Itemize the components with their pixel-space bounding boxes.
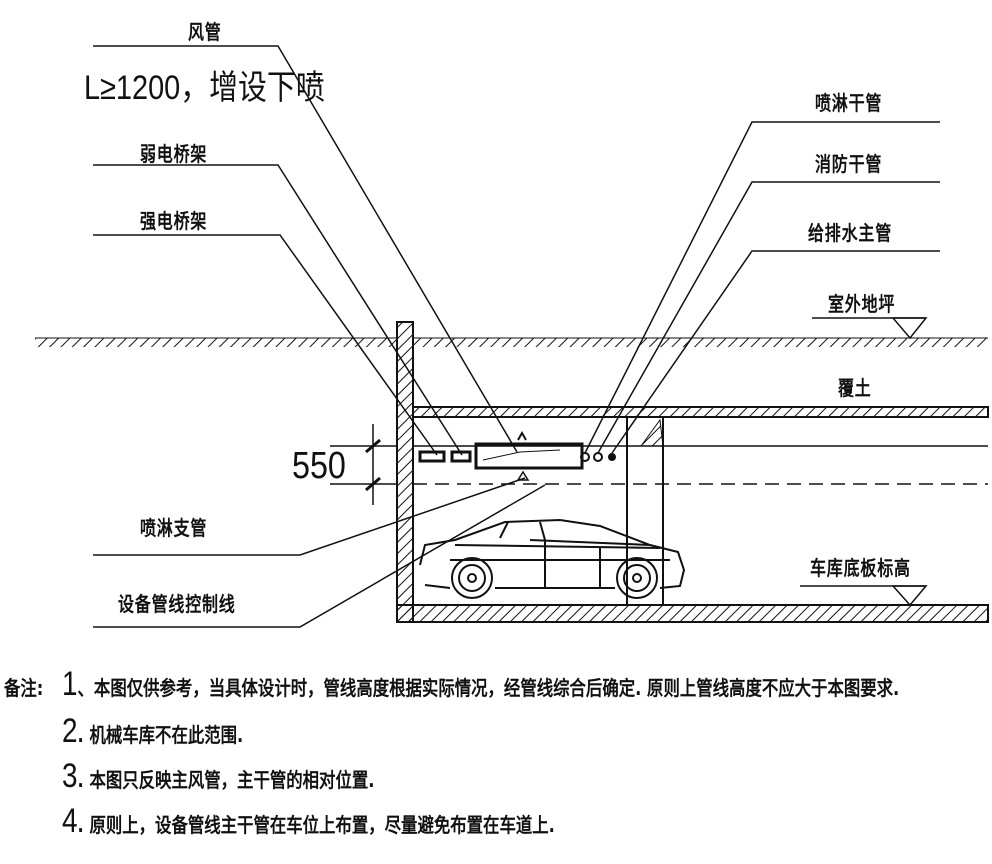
car-icon [419,518,686,599]
grade-marker [812,317,928,340]
air-duct-label: 风管 [188,20,222,44]
fire-main-label: 消防干管 [815,152,883,176]
soil-cover-label: 覆土 [838,376,872,400]
note-item: 3. 本图只反映主风管，主干管的相对位置. [62,757,375,795]
air-duct-note: L≥1200，增设下喷 [84,69,325,107]
outdoor-ground [35,337,988,347]
sprinkler-main-label: 喷淋干管 [815,91,883,115]
weak-tray [450,450,472,463]
dimension-550 [330,424,397,505]
floor-elevation-marker [800,585,928,607]
note-item: 4. 原则上，设备管线主干管在车位上布置，尽量避免布置在车道上. [62,802,555,840]
strong-tray-label: 强电桥架 [140,209,208,233]
leader-lines [93,45,940,628]
retaining-wall [396,321,414,623]
dimension-label: 550 [292,445,346,487]
garage-floor-label: 车库底板标高 [810,556,911,580]
note-item: 2. 机械车库不在此范围. [62,712,244,750]
weak-tray-label: 弱电桥架 [140,142,208,166]
water-main-label: 给排水主管 [808,221,892,245]
strong-tray [418,450,446,463]
notes-heading: 备注: [4,676,44,700]
outdoor-grade-label: 室外地坪 [828,292,896,316]
fire-main [593,452,603,462]
floor-slab [396,604,989,623]
sprinkler-branch-label: 喷淋支管 [140,516,208,540]
air-duct [474,442,584,470]
note-item: 1、本图仅供参考，当具体设计时，管线高度根据实际情况，经管线综合后确定. 原则上… [62,665,900,703]
control-line-label: 设备管线控制线 [118,592,236,616]
roof-slab [412,406,989,418]
water-main [608,453,616,461]
